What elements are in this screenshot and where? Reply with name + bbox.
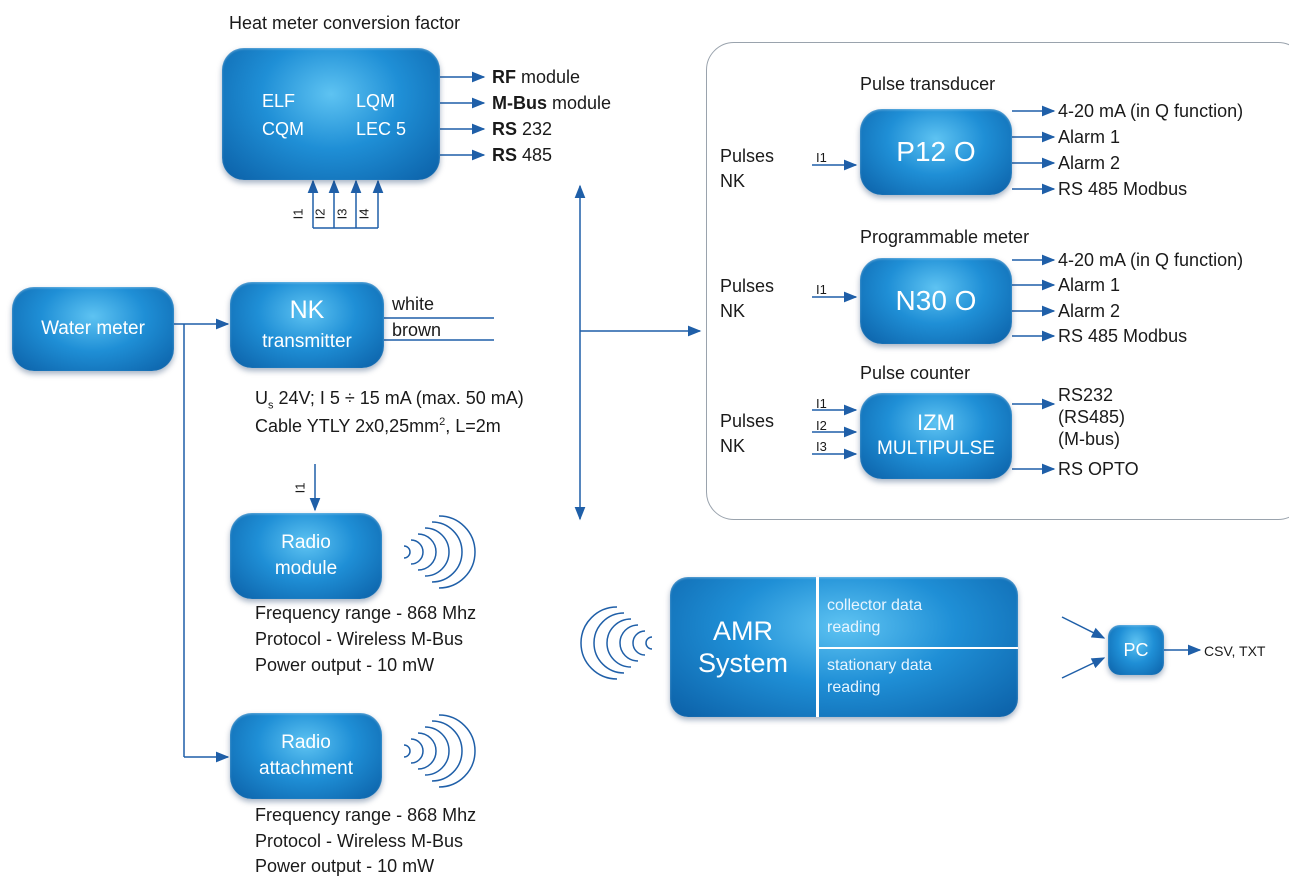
transducer-output: RS 485 Modbus bbox=[1058, 179, 1188, 199]
radio-attachment-line1: Radio bbox=[281, 732, 331, 753]
nk-subtitle: transmitter bbox=[262, 331, 352, 352]
pulse-counter-title: Pulse counter bbox=[860, 363, 971, 383]
radio-module-spec: Power output - 10 mW bbox=[255, 655, 435, 675]
input-label: I4 bbox=[356, 208, 372, 220]
radio-attachment-spec: Power output - 10 mW bbox=[255, 856, 435, 876]
input-label: I1 bbox=[816, 282, 827, 297]
input-label: I2 bbox=[816, 418, 827, 433]
water-meter-label: Water meter bbox=[41, 318, 145, 339]
pulses-source: NK bbox=[720, 436, 746, 456]
counter-output: (RS485) bbox=[1058, 407, 1126, 427]
pulses-source: Pulses bbox=[720, 276, 775, 296]
radio-attachment-spec: Protocol - Wireless M-Bus bbox=[255, 831, 464, 851]
meter-output: Alarm 2 bbox=[1058, 301, 1121, 321]
water-meter-box[interactable]: Water meter bbox=[12, 287, 174, 371]
radio-attachment-box[interactable]: Radio attachment bbox=[230, 713, 382, 799]
pc-output: CSV, TXT bbox=[1204, 643, 1266, 659]
nk-title: NK bbox=[289, 296, 325, 324]
counter-output: RS232 bbox=[1058, 385, 1114, 405]
pc-label: PC bbox=[1123, 639, 1149, 660]
input-label: I3 bbox=[334, 208, 350, 220]
input-label: I1 bbox=[290, 208, 306, 220]
izm-line2: MULTIPULSE bbox=[877, 438, 995, 459]
heat-meter-item: LQM bbox=[356, 91, 396, 111]
n30-label: N30 O bbox=[895, 285, 977, 316]
pulses-source: Pulses bbox=[720, 146, 775, 166]
heat-meter-item: CQM bbox=[262, 119, 304, 139]
p12-box[interactable]: P12 O bbox=[860, 109, 1012, 195]
wire-brown-label: brown bbox=[392, 320, 442, 340]
izm-box[interactable]: IZM MULTIPULSE bbox=[860, 393, 1012, 479]
transducer-output: 4-20 mA (in Q function) bbox=[1058, 101, 1244, 121]
programmable-meter-title: Programmable meter bbox=[860, 227, 1030, 247]
n30-box[interactable]: N30 O bbox=[860, 258, 1012, 344]
nk-spec-line: Us 24V; I 5 ÷ 15 mA (max. 50 mA) bbox=[255, 388, 524, 412]
heat-meter-output: RS 485 bbox=[492, 145, 553, 165]
input-label: I1 bbox=[292, 482, 308, 494]
pulse-transducer-title: Pulse transducer bbox=[860, 74, 996, 94]
nk-spec-line: Cable YTLY 2x0,25mm2, L=2m bbox=[255, 416, 501, 436]
counter-output: RS OPTO bbox=[1058, 459, 1139, 479]
meter-output: RS 485 Modbus bbox=[1058, 326, 1188, 346]
amr-title: AMR System bbox=[697, 616, 789, 678]
heat-meter-output: RS 232 bbox=[492, 119, 553, 139]
heat-meter-box[interactable]: ELF CQM LQM LEC 5 bbox=[222, 48, 440, 180]
radio-module-line2: module bbox=[274, 558, 338, 579]
pulses-source: NK bbox=[720, 171, 746, 191]
heat-meter-title: Heat meter conversion factor bbox=[229, 13, 461, 33]
nk-transmitter-box[interactable]: NK transmitter bbox=[230, 282, 384, 368]
amr-divider bbox=[816, 577, 819, 717]
wireless-wave-icon bbox=[403, 714, 476, 788]
wireless-wave-icon bbox=[403, 515, 476, 589]
radio-attachment-spec: Frequency range - 868 Mhz bbox=[255, 805, 477, 825]
wire-white-label: white bbox=[392, 294, 435, 314]
wireless-wave-icon bbox=[580, 606, 653, 680]
pulses-source: NK bbox=[720, 301, 746, 321]
heat-meter-item: LEC 5 bbox=[356, 119, 407, 139]
input-label: I3 bbox=[816, 439, 827, 454]
pc-box[interactable]: PC bbox=[1108, 625, 1164, 675]
amr-divider bbox=[819, 647, 1018, 649]
meter-output: 4-20 mA (in Q function) bbox=[1058, 250, 1244, 270]
radio-module-line1: Radio bbox=[281, 532, 331, 553]
radio-attachment-line2: attachment bbox=[259, 758, 353, 779]
radio-module-spec: Frequency range - 868 Mhz bbox=[255, 603, 477, 623]
radio-module-box[interactable]: Radio module bbox=[230, 513, 382, 599]
heat-meter-output: M-Bus module bbox=[492, 93, 612, 113]
counter-output: (M-bus) bbox=[1058, 429, 1120, 449]
input-label: I1 bbox=[816, 150, 827, 165]
transducer-output: Alarm 2 bbox=[1058, 153, 1121, 173]
meter-output: Alarm 1 bbox=[1058, 275, 1121, 295]
input-label: I2 bbox=[312, 208, 328, 220]
transducer-output: Alarm 1 bbox=[1058, 127, 1121, 147]
device-group-frame bbox=[706, 42, 1289, 520]
input-label: I1 bbox=[816, 396, 827, 411]
heat-meter-item: ELF bbox=[262, 91, 296, 111]
pulses-source: Pulses bbox=[720, 411, 775, 431]
radio-module-spec: Protocol - Wireless M-Bus bbox=[255, 629, 464, 649]
izm-line1: IZM bbox=[917, 410, 955, 435]
p12-label: P12 O bbox=[896, 136, 976, 167]
heat-meter-output: RF module bbox=[492, 67, 581, 87]
